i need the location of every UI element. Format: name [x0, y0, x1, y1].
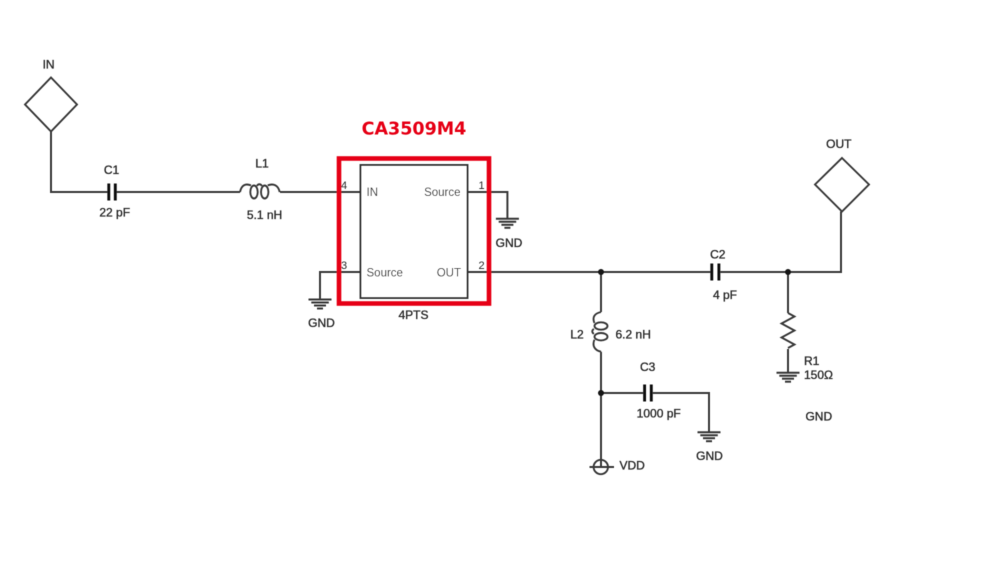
inductor-l1: L1 5.1 nH: [239, 156, 282, 222]
ground-icon-pin3: [308, 298, 332, 310]
ground-icon-r1: [776, 371, 800, 383]
l2-ref-label: L2: [570, 328, 584, 342]
out-port-label: OUT: [826, 137, 852, 151]
wire-pin3-to-gnd: [319, 271, 361, 299]
pin4-number: 4: [341, 180, 347, 192]
in-port-diamond-icon: [23, 76, 79, 133]
port-out: OUT: [813, 137, 871, 213]
ground-pin1: GND: [495, 217, 523, 250]
pin1-name: Source: [424, 187, 460, 199]
port-in: IN: [23, 57, 79, 133]
ground-icon-c3: [697, 431, 721, 443]
l1-coil-icon: [239, 183, 281, 193]
in-port-label: IN: [43, 58, 55, 72]
pin3-name: Source: [367, 268, 403, 280]
l2-value-label: 6.2 nH: [616, 328, 651, 342]
c3-value-label: 1000 pF: [637, 407, 681, 421]
capacitor-c1: C1 22 pF: [99, 163, 130, 220]
l1-value-label: 5.1 nH: [247, 208, 282, 222]
l1-coil-loop2: [260, 184, 270, 200]
wire-in-to-c1: [50, 131, 108, 193]
l2-coil-loop1: [593, 321, 609, 331]
out-port-diamond-icon: [813, 156, 871, 213]
r1-value-label: 150Ω: [804, 368, 833, 382]
gnd-label-c3: GND: [696, 449, 723, 463]
pin4-name: IN: [367, 187, 379, 199]
pin3-number: 3: [341, 260, 347, 272]
pin2-name: OUT: [437, 268, 461, 280]
l1-coil-loop1: [249, 184, 259, 200]
c2-ref-label: C2: [710, 248, 726, 262]
vdd-label: VDD: [620, 459, 646, 473]
pin2-number: 2: [478, 260, 484, 272]
wires: [50, 131, 842, 467]
resistor-r1: R1 150Ω GND: [776, 312, 833, 424]
gnd-label-r1: GND: [805, 410, 832, 424]
red-highlight-box: [336, 156, 492, 306]
c1-ref-label: C1: [104, 163, 120, 177]
c3-ref-label: C3: [640, 360, 656, 374]
ic-ca3509m4: CA3509M4 4 1 3 2 IN Source Source OUT 4P…: [336, 120, 492, 322]
ic-body: [359, 164, 469, 299]
junction-out-r1: [785, 269, 791, 275]
r1-zigzag-icon: [779, 312, 797, 349]
wire-c3-to-gnd: [652, 392, 710, 432]
schematic-content: IN C1 22 pF L1 5.1 nH CA3509M4 4 1 3 2 I…: [23, 57, 871, 476]
pin1-number: 1: [478, 180, 484, 192]
junction-out-l2: [598, 269, 604, 275]
wire-pin1-to-gnd: [467, 191, 509, 219]
l2-coil-icon: [591, 311, 602, 353]
inductor-l2: L2 6.2 nH: [570, 311, 651, 353]
l2-coil-loop2: [593, 332, 609, 342]
gnd-label-pin1: GND: [496, 236, 523, 250]
ground-pin3: GND: [308, 298, 335, 330]
c2-value-label: 4 pF: [713, 288, 737, 302]
wire-c2-to-out: [720, 211, 842, 273]
c1-value-label: 22 pF: [99, 206, 130, 220]
ground-icon-pin1: [495, 217, 519, 229]
ic-package-label: 4PTS: [398, 308, 428, 322]
l1-ref-label: L1: [255, 157, 269, 171]
capacitor-c3: C3 1000 pF GND: [637, 360, 724, 463]
port-vdd: VDD: [589, 458, 646, 476]
junction-l2-c3: [598, 390, 604, 396]
gnd-label-pin3: GND: [308, 316, 335, 330]
capacitor-c2: C2 4 pF: [710, 247, 737, 302]
r1-ref-label: R1: [804, 354, 820, 368]
ic-title: CA3509M4: [362, 120, 467, 140]
